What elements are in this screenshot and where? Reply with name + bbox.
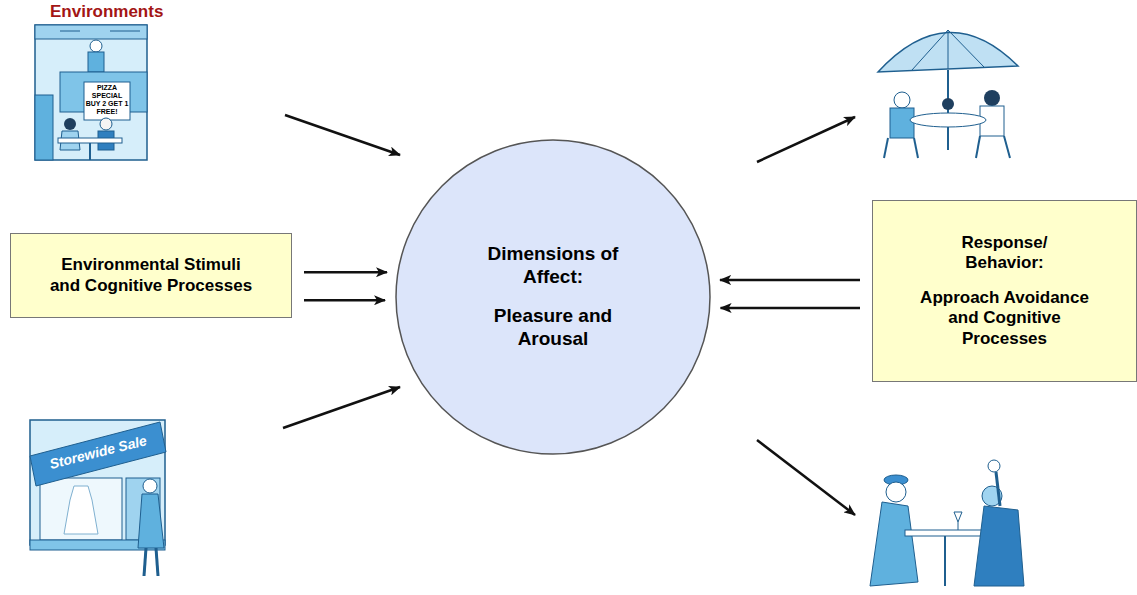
diagram-title: Environments — [50, 2, 163, 22]
store-illustration — [30, 420, 166, 576]
concept-box: Environmental Stimuli and Cognitive Proc… — [10, 233, 292, 318]
raised-arm — [996, 472, 1000, 506]
concept-box: Response/ Behavior: Approach Avoidance an… — [872, 200, 1137, 382]
affect-circle: Dimensions of Affect: Pleasure and Arousa… — [395, 139, 711, 455]
table-leg — [944, 536, 946, 586]
output-arrow — [757, 117, 855, 162]
man-head — [100, 118, 112, 130]
bar-table — [905, 530, 985, 536]
sign-text: PIZZA SPECIAL BUY 2 GET 1 FREE! — [84, 84, 130, 116]
table — [58, 138, 122, 143]
output-arrow — [757, 440, 855, 515]
man-body — [974, 506, 1024, 586]
node-heading: Environmental Stimuli and Cognitive Proc… — [44, 255, 258, 296]
woman-head — [984, 90, 1000, 106]
wine-glass — [954, 512, 962, 530]
chair-leg — [884, 138, 888, 158]
flow-arrow — [304, 271, 387, 274]
cafe-table — [910, 113, 986, 127]
node-heading: Dimensions of Affect: — [466, 243, 641, 289]
shop-window — [40, 478, 122, 540]
table-leg — [89, 143, 91, 160]
chair-leg — [1004, 136, 1010, 158]
flow-arrow — [721, 307, 860, 310]
raised-fist — [988, 460, 1000, 472]
node-body: Approach Avoidance and Cognitive Process… — [905, 288, 1105, 349]
flow-arrow — [720, 279, 860, 282]
shopper-leg — [156, 548, 158, 576]
circle-outline — [395, 139, 711, 455]
man-head — [894, 92, 910, 108]
banner-text: Storewide Sale — [30, 428, 166, 477]
restaurant-illustration — [35, 25, 147, 160]
booth — [35, 95, 53, 160]
shelf — [35, 25, 147, 39]
chair-leg — [914, 138, 918, 158]
child-head — [942, 98, 954, 110]
man-head — [886, 482, 906, 502]
circle-shape — [396, 140, 710, 454]
umbrella-stripe — [948, 30, 949, 69]
argument-illustration — [870, 460, 1024, 586]
node-text-group: Response/ Behavior: Approach Avoidance an… — [905, 233, 1105, 349]
man-body — [870, 502, 918, 586]
room-wall — [35, 25, 147, 160]
woman-head — [64, 118, 76, 130]
sale-banner — [30, 422, 166, 486]
node-text-group: Environmental Stimuli and Cognitive Proc… — [44, 255, 258, 296]
umbrella-stripe — [948, 30, 984, 67]
flow-arrow — [304, 299, 385, 302]
pizza-sign — [84, 82, 130, 120]
dress-display — [64, 486, 98, 534]
node-body: Pleasure and Arousal — [466, 305, 641, 351]
input-arrow — [285, 115, 400, 155]
chef-body — [88, 52, 104, 72]
man-body — [890, 108, 914, 138]
menu-board-line — [60, 31, 80, 32]
menu-board-line — [110, 31, 140, 32]
chair-leg — [976, 136, 980, 158]
chef-head — [90, 40, 102, 52]
node-text-group: Dimensions of Affect: Pleasure and Arousa… — [466, 243, 641, 350]
node-heading: Response/ Behavior: — [940, 233, 1070, 274]
umbrella-stripe — [912, 30, 948, 70]
cafe-illustration — [878, 30, 1018, 158]
shopper-head — [143, 479, 157, 493]
shopper-coat — [138, 494, 164, 548]
shopper-leg — [144, 548, 146, 576]
input-arrow — [283, 387, 400, 428]
